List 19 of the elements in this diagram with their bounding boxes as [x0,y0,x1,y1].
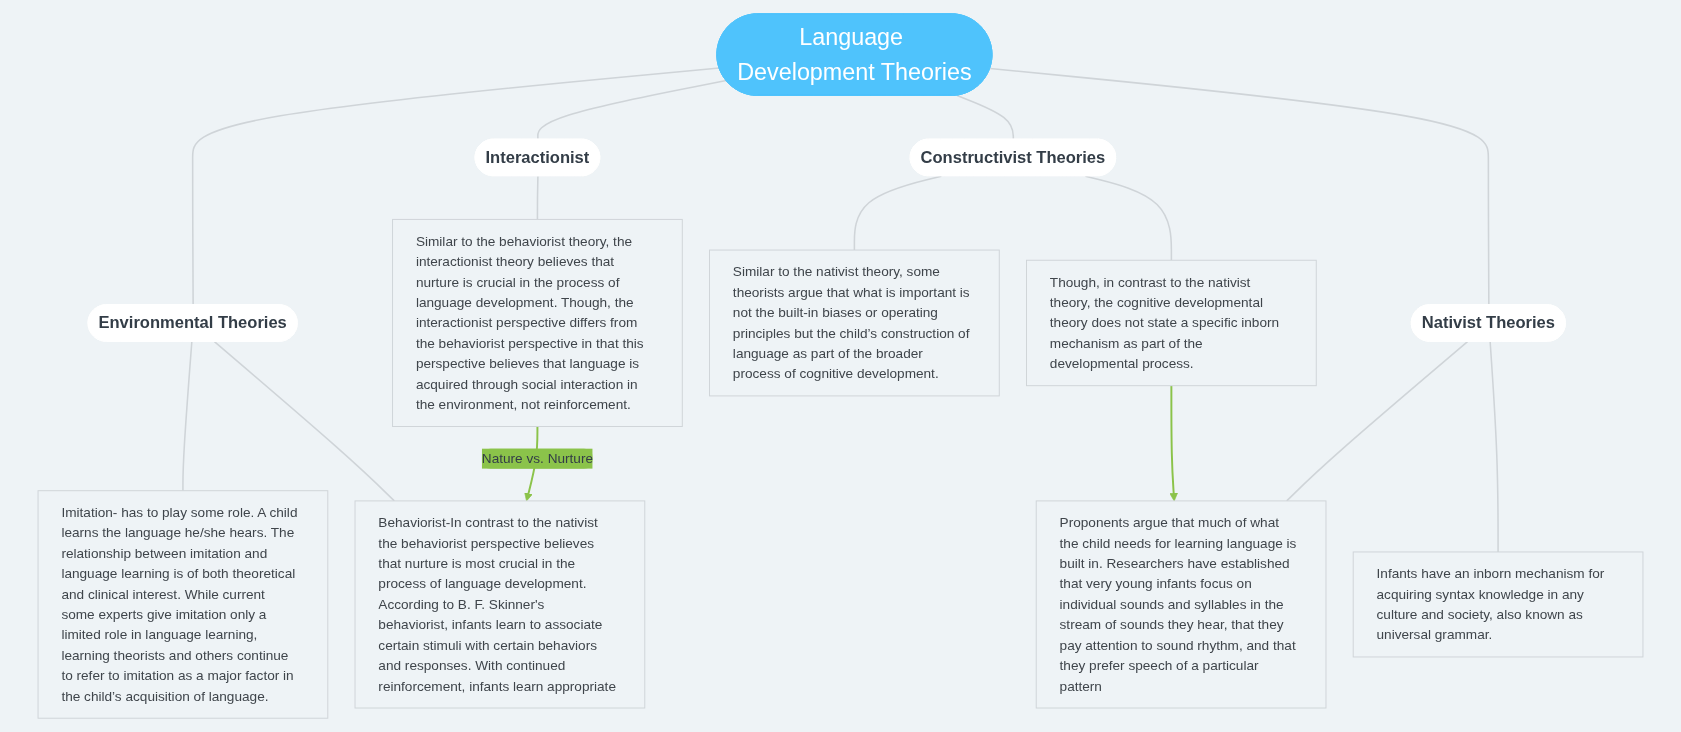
connector [213,340,396,502]
arrow [1169,384,1178,502]
connector [853,175,943,251]
connector [1084,175,1173,262]
connector [989,67,1490,306]
node-box: Similar to the nativist theory, some theorists argue that what is important is not the built-in biases or operating principles but the child’s construction of language as part of the broader process of cognitive development. [709,249,1000,397]
connector [537,79,727,141]
node-box: Imitation- has to play some role. A child learns the language he/she hears. The relationship between imitation and language learning is of both theoretical and clinical interest. While current some experts give imitation only a limited role in language learning, learning theorists and others continue to refer to imitation as a major factor in the child’s acquisition of language. [37,490,329,719]
node-box: Behaviorist-In contrast to the nativist the behaviorist perspective believes that nurture is most crucial in the process of language development. According to B. F. Skinner's behaviorist, infants learn to associate certain stimuli with certain behaviors and responses. With continued reinforcement, infants learn appropriate [354,500,646,709]
edge-label: Nature vs. Nurture [481,450,594,466]
connector [182,340,193,492]
node-box: Similar to the behaviorist theory, the interactionist theory believes that nurture is crucial in the process of language development. Though, the interactionist perspective differs from the behaviorist perspective in that this perspective believes that language is acquired through social interaction in the environment, not reinforcement. [392,218,683,427]
node-box: Infants have an inborn mechanism for acquiring syntax knowledge in any culture and society, also known as universal grammar. [1352,551,1644,658]
connector [1489,340,1499,553]
connector [191,67,721,306]
connector [956,94,1015,141]
connector [1285,340,1469,502]
node-box: Though, in contrast to the nativist theory, the cognitive developmental theory does not state a specific inborn mechanism as part of the developmental process. [1026,259,1317,387]
node-box: Proponents argue that much of what the child needs for learning language is built in. Researchers have established that very young infants focus on individual sounds and syllables in the stream of sounds they hear, that they pay attention to sound rhythm, and that they prefer speech of a particular pattern [1035,500,1327,709]
